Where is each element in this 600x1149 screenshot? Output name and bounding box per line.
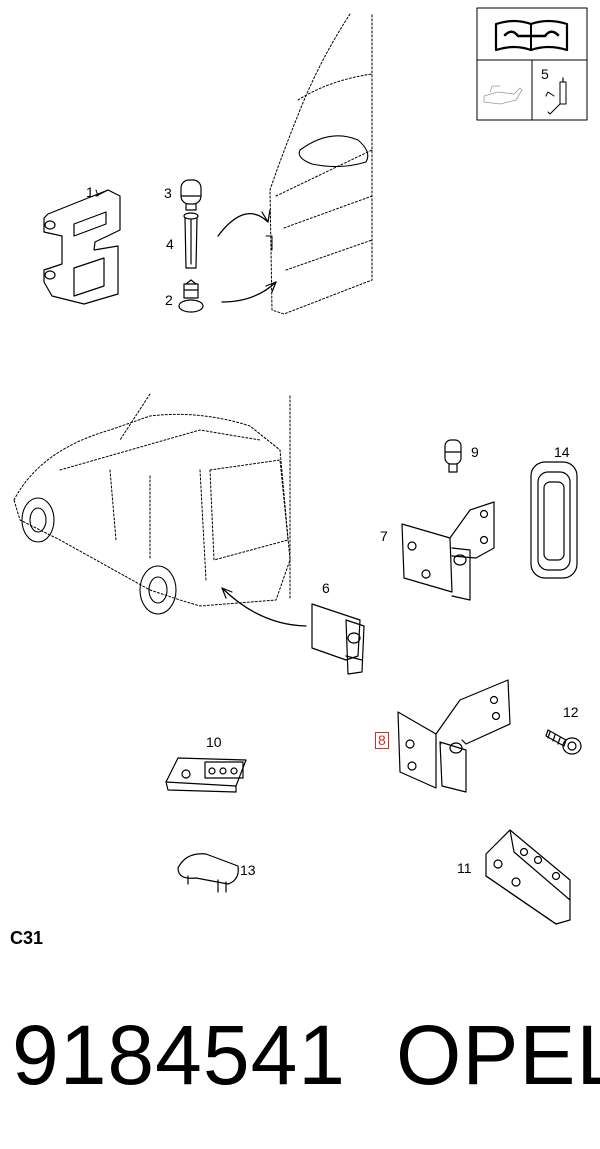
callout-6: 6 [322,580,330,596]
callout-5: 5 [541,66,549,82]
callout-8-highlighted: 8 [375,732,389,749]
grease-gun-icon [545,77,567,115]
callout-1: 1 [86,184,94,200]
callout-11: 11 [457,860,472,876]
part-2-bushing [178,279,204,313]
vehicle-wheels [21,497,177,615]
manual-book-icon [494,19,569,52]
callout-7: 7 [380,528,388,544]
manual-info-box [476,7,588,121]
lubricant-can-icon [483,85,523,105]
door-mirror [298,135,369,168]
callout-10: 10 [206,734,222,750]
part-6-bracket [311,603,365,675]
callout-13: 13 [240,862,256,878]
callout-12: 12 [563,704,579,720]
callout-3: 3 [164,185,172,201]
part-number: 9184541 [12,1008,347,1102]
part-12-bolt [545,729,582,755]
vehicle-outline [13,393,291,607]
callout-2: 2 [165,292,173,308]
part-10-plate [165,757,247,793]
part-8-hinge [397,679,511,793]
part-9-bushing [444,439,462,473]
part-11-bracket [485,829,571,925]
callout-4: 4 [166,236,174,252]
door-outline [269,13,373,315]
brand-name: OPEL [396,1008,600,1102]
section-code: C31 [10,928,44,948]
part-7-hinge [401,501,495,601]
part-4-pin [183,212,199,269]
part-13-cap [177,853,239,893]
part-1-hinge [43,189,121,305]
part-14-seal [530,461,578,579]
callout-14: 14 [554,444,570,460]
callout-9: 9 [471,444,479,460]
part-3-cap [180,179,202,211]
